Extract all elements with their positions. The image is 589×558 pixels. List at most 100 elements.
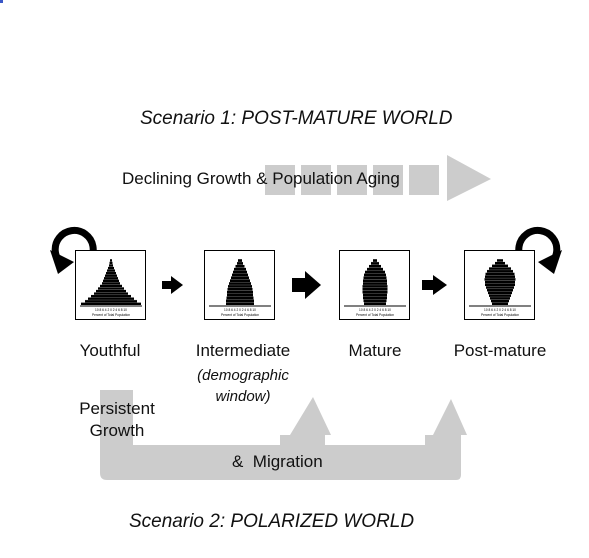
pyramid-bar: [363, 282, 387, 285]
pyramid-bar: [81, 302, 141, 305]
pyramid-bar: [497, 259, 503, 262]
pyramid-bar: [363, 276, 387, 280]
mature-axis-caption: Percent of Total Population: [356, 313, 394, 317]
corner-marker: [0, 0, 3, 3]
migration-label: & Migration: [232, 452, 323, 471]
pyramid-bar: [233, 270, 247, 274]
transition-arrow-3: [422, 275, 447, 295]
mature-ticks: 10 8 6 4 2 0 2 4 6 8 10: [359, 308, 391, 312]
pyramid-bar: [235, 264, 245, 268]
pyramid-bar: [107, 269, 115, 272]
pyramid-bar: [226, 299, 254, 303]
persistent-line-2: Growth: [89, 421, 145, 440]
pyramid-bar: [94, 292, 128, 295]
pyramid-bar: [490, 296, 510, 300]
youthful-cycle-arrow: [50, 226, 97, 274]
pyramid-bar: [109, 261, 113, 265]
stage-label-youthful: Youthful: [79, 341, 141, 360]
intermediate-note-line-1: (demographic: [197, 367, 289, 384]
youthful-pyramid: 10 8 6 4 2 0 2 4 6 8 10 Percent of Total…: [75, 250, 146, 320]
pyramid-bar: [226, 302, 254, 305]
pyramid-bar: [484, 277, 516, 281]
pyramid-bar: [109, 264, 113, 267]
pyramid-bar: [85, 299, 137, 303]
pyramid-bar: [226, 296, 254, 300]
intermediate-ticks: 10 8 6 4 2 0 2 4 6 8 10: [224, 308, 256, 312]
youthful-ticks: 10 8 6 4 2 0 2 4 6 8 10: [95, 308, 127, 312]
pyramid-bar: [363, 296, 387, 300]
pyramid-bar: [492, 264, 508, 268]
postmature-cycle-arrow: [515, 226, 562, 274]
transition-arrow-1: [162, 276, 183, 294]
pyramid-bar: [489, 267, 511, 270]
pyramid-bar: [485, 275, 515, 278]
pyramid-bar: [362, 284, 388, 288]
pyramid-bar: [491, 299, 509, 303]
declining-growth-label: Declining Growth & Population Aging: [122, 169, 400, 188]
pyramid-bar: [106, 271, 116, 275]
pyramid-bar: [373, 259, 377, 262]
pyramid-bar: [104, 276, 118, 280]
pyramid-bar: [362, 287, 388, 291]
pyramid-bar: [110, 259, 112, 262]
pyramid-bar: [237, 261, 243, 265]
pyramid-bar: [369, 264, 381, 268]
mature-pyramid: 10 8 6 4 2 0 2 4 6 8 10 Percent of Total…: [339, 250, 410, 320]
pyramid-bar: [227, 290, 253, 294]
postmature-axis-caption: Percent of Total Population: [481, 313, 519, 317]
intermediate-note-line-2: window): [215, 388, 271, 405]
pyramid-bar: [230, 279, 250, 282]
pyramid-bar: [365, 270, 385, 274]
pyramid-bar: [227, 293, 253, 297]
pyramid-bar: [367, 267, 383, 271]
pyramid-bar: [227, 287, 253, 291]
stage-label-mature: Mature: [348, 341, 402, 360]
pyramid-bar: [495, 261, 505, 265]
intermediate-axis-caption: Percent of Total Population: [221, 313, 259, 317]
pyramid-bar: [371, 261, 379, 265]
youthful-axis-caption: Percent of Total Population: [92, 313, 130, 317]
pyramid-bar: [98, 287, 124, 290]
pyramid-bar: [364, 302, 386, 305]
pyramid-bar: [231, 276, 249, 280]
pyramid-bar: [363, 293, 387, 297]
postmature-ticks: 10 8 6 4 2 0 2 4 6 8 10: [484, 308, 516, 312]
pyramid-bar: [91, 294, 131, 298]
persistent-growth-label: Persistent Growth: [74, 398, 160, 442]
pyramid-bar: [100, 284, 122, 288]
pyramid-bar: [234, 267, 246, 271]
pyramid-bar: [363, 299, 387, 303]
intermediate-pyramid: 10 8 6 4 2 0 2 4 6 8 10 Percent of Total…: [204, 250, 275, 320]
persistent-line-1: Persistent: [79, 399, 155, 418]
pyramid-bar: [232, 273, 248, 277]
pyramid-bar: [485, 280, 515, 284]
pyramid-bar: [492, 302, 508, 305]
declining-growth-arrow: [265, 155, 491, 201]
pyramid-bar: [238, 259, 242, 262]
scenario2-title: Scenario 2: POLARIZED WORLD: [129, 511, 415, 532]
scenario1-title: Scenario 1: POST-MATURE WORLD: [140, 108, 453, 129]
pyramid-bar: [103, 279, 119, 282]
pyramid-bar: [486, 286, 514, 289]
pyramid-bar: [108, 266, 114, 270]
pyramid-bar: [362, 290, 388, 294]
pyramid-bar: [489, 294, 511, 297]
pyramid-bar: [487, 269, 513, 273]
pyramid-bar: [228, 284, 252, 288]
stage-label-postmature: Post-mature: [453, 341, 547, 360]
pyramid-bar: [364, 273, 386, 277]
pyramid-bar: [487, 288, 513, 292]
pyramid-bar: [485, 283, 515, 287]
pyramid-bar: [488, 291, 512, 295]
intermediate-note: (demographic window): [183, 365, 303, 407]
transition-arrow-2: [292, 271, 321, 299]
pyramid-bar: [105, 274, 117, 277]
pyramid-bar: [363, 279, 387, 282]
migration-path: [100, 390, 467, 480]
postmature-pyramid: 10 8 6 4 2 0 2 4 6 8 10 Percent of Total…: [464, 250, 535, 320]
pyramid-bar: [485, 272, 515, 276]
pyramid-bar: [96, 289, 126, 293]
pyramid-bar: [102, 282, 120, 285]
pyramid-bar: [88, 297, 134, 300]
stage-label-intermediate: Intermediate: [195, 341, 291, 360]
